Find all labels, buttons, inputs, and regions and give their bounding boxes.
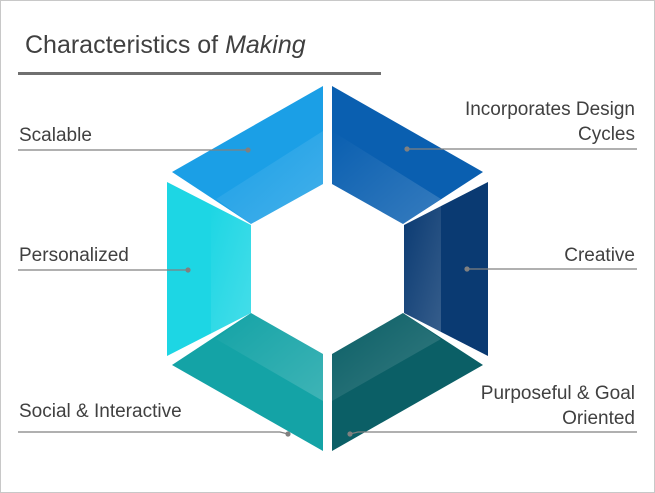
segment-shading: [211, 131, 441, 401]
title-emphasis: Making: [225, 31, 306, 59]
title-prefix: Characteristics of: [25, 31, 226, 59]
dot-creative: [464, 266, 470, 272]
shade-bottom-right: [332, 313, 441, 401]
shade-left: [211, 204, 251, 334]
label-personalized: Personalized: [19, 243, 129, 268]
shade-top-right: [332, 131, 441, 224]
dot-purposeful-goal-oriented: [347, 431, 353, 437]
shade-right: [404, 204, 441, 334]
leader-social-interactive: [18, 431, 289, 435]
label-line: Oriented: [562, 408, 635, 429]
label-line: Creative: [564, 245, 635, 266]
leader-purposeful-goal-oriented: [349, 431, 637, 435]
label-social-interactive: Social & Interactive: [19, 399, 182, 424]
leader-dots: [185, 146, 470, 437]
dot-scalable: [245, 147, 251, 153]
title-underline: [18, 72, 381, 75]
slide-title: Characteristics of Making: [25, 31, 306, 60]
dot-social-interactive: [285, 431, 291, 437]
shade-top-left: [216, 131, 323, 224]
label-creative: Creative: [564, 243, 635, 268]
shade-bottom-left: [216, 313, 323, 401]
label-line: Cycles: [577, 124, 635, 145]
label-line: Scalable: [19, 125, 92, 146]
label-incorporates-design-cycles: Incorporates Design Cycles: [465, 97, 635, 147]
dot-personalized: [185, 267, 191, 273]
label-line: Personalized: [19, 245, 129, 266]
label-purposeful-goal-oriented: Purposeful & Goal Oriented: [481, 381, 635, 431]
label-line: Purposeful & Goal: [480, 383, 635, 404]
label-scalable: Scalable: [19, 123, 92, 148]
leader-lines: [18, 148, 637, 435]
label-line: Social & Interactive: [19, 401, 182, 422]
dot-incorporates-design-cycles: [404, 146, 410, 152]
label-line: Incorporates Design: [464, 99, 635, 120]
